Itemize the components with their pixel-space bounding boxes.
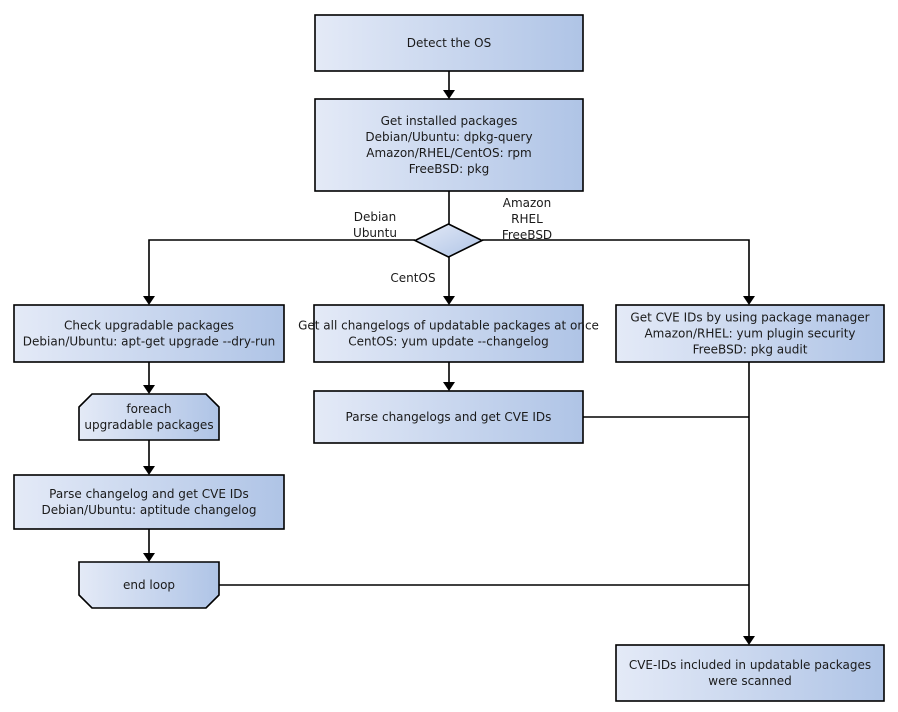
node-end-loop[interactable]: end loop (78, 561, 220, 609)
process-box (313, 390, 584, 444)
loop-start-shape (78, 393, 220, 441)
process-box (615, 304, 885, 363)
process-box (13, 474, 285, 530)
edge-changelogs-to-parse-arrowhead (443, 382, 455, 391)
process-box (13, 304, 285, 363)
node-os-decision[interactable] (413, 223, 484, 258)
process-box (313, 304, 584, 363)
edge-decision-right-arrowhead (743, 296, 755, 305)
node-detect-os[interactable]: Detect the OS (314, 14, 584, 72)
decision-diamond (413, 223, 484, 258)
node-get-all-changelogs[interactable]: Get all changelogs of updatable packages… (298, 304, 599, 363)
process-box (314, 98, 584, 192)
edge-decision-right (482, 239, 750, 299)
connectors-group (143, 71, 755, 645)
edge-decision-left (148, 239, 415, 299)
node-parse-changelogs-centos[interactable]: Parse changelogs and get CVE IDs (313, 390, 584, 444)
label-centos: CentOS (390, 271, 435, 285)
node-label-detect-os: Detect the OS (407, 36, 491, 50)
process-box (615, 644, 885, 702)
edge-cve-pkg-to-trunk-arrowhead (743, 636, 755, 645)
process-box (314, 14, 584, 72)
loop-end-shape (78, 561, 220, 609)
edge-foreach-to-parse-arrowhead (143, 466, 155, 475)
node-label-parse-changelogs-centos: Parse changelogs and get CVE IDs (346, 410, 552, 424)
node-label-get-all-changelogs: Get all changelogs of updatable packages… (298, 318, 599, 348)
node-label-end-loop: end loop (123, 578, 175, 592)
edge-decision-down-arrowhead (443, 296, 455, 305)
edge-detect-to-packages-arrowhead (443, 90, 455, 99)
edge-parse-to-endloop-arrowhead (143, 553, 155, 562)
edge-decision-left-arrowhead (143, 296, 155, 305)
edge-check-to-foreach-arrowhead (143, 385, 155, 394)
